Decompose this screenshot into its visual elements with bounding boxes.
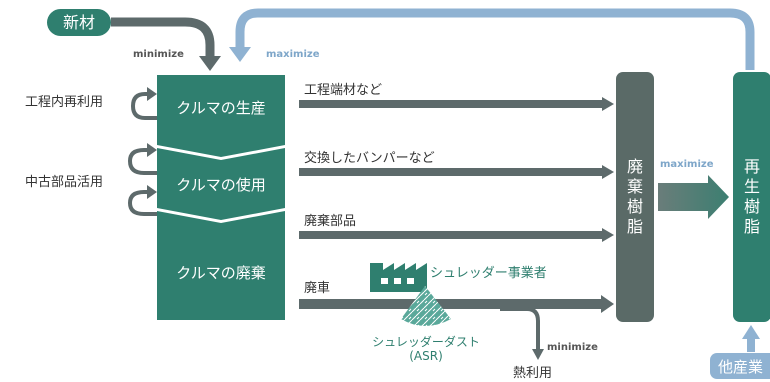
other-industries-arrowhead [742, 325, 760, 339]
stage-disposal: クルマの廃棄 [157, 211, 285, 320]
asr-label-line1: シュレッダーダスト [372, 334, 480, 349]
waste-resin-char-1: 廃 [627, 157, 643, 176]
recycled-resin-char-4: 脂 [744, 217, 760, 236]
asr-label-line2: (ASR) [409, 349, 443, 363]
heat-use-arrowhead [532, 349, 544, 360]
waste-resin-char-2: 棄 [627, 177, 643, 196]
heat-use-arrow [500, 307, 540, 351]
inhouse-reuse-arrowhead [147, 87, 157, 101]
recycled-resin-char-2: 生 [744, 177, 760, 196]
waste-resin-char-4: 脂 [627, 217, 643, 236]
minimize-top-label: minimize [133, 49, 184, 60]
new-material-label: 新材 [63, 13, 95, 32]
top-return-arrowhead [229, 47, 251, 62]
stage-use: クルマの使用 [157, 148, 285, 220]
stage-disposal-label: クルマの廃棄 [176, 264, 266, 282]
flow-scrap: 工程端材など [299, 83, 614, 111]
flow-vehicle-label: 廃車 [304, 280, 330, 296]
recycled-resin-box: 再 生 樹 脂 [733, 72, 770, 322]
flow-parts: 廃棄部品 [299, 213, 614, 242]
asr-dust-icon [401, 286, 451, 326]
stage-production: クルマの生産 [157, 75, 285, 157]
other-industries-badge: 他産業 [710, 353, 770, 379]
flow-parts-label: 廃棄部品 [304, 213, 356, 229]
inhouse-reuse-label: 工程内再利用 [25, 94, 103, 110]
used-parts-label: 中古部品活用 [25, 175, 103, 190]
flow-scrap-label: 工程端材など [304, 83, 382, 98]
flow-bumper: 交換したバンパーなど [299, 150, 614, 179]
factory-icon [370, 263, 427, 292]
new-material-badge: 新材 [47, 9, 111, 36]
recycled-resin-char-3: 樹 [744, 197, 760, 216]
minimize-bottom-label: minimize [547, 342, 598, 353]
maximize-mid-arrow [658, 175, 729, 219]
other-industries-label: 他産業 [718, 358, 763, 376]
flow-vehicle: 廃車 [299, 280, 614, 313]
used-parts-arrowhead-upper [147, 143, 157, 157]
flow-bumper-label: 交換したバンパーなど [304, 150, 435, 166]
top-return-loop [235, 8, 755, 70]
recycled-resin-char-1: 再 [744, 157, 760, 176]
used-parts-arrowhead-lower [147, 185, 157, 199]
stage-use-label: クルマの使用 [176, 176, 266, 194]
new-material-arrowhead [199, 56, 221, 71]
used-parts-loop-lower [127, 190, 157, 216]
stage-production-label: クルマの生産 [176, 99, 266, 117]
maximize-mid-label: maximize [660, 159, 714, 170]
used-parts-loop-upper [127, 148, 157, 175]
maximize-top-label: maximize [266, 49, 320, 60]
inhouse-reuse-loop [130, 92, 157, 120]
waste-resin-char-3: 樹 [627, 197, 643, 216]
heat-use-label: 熱利用 [513, 366, 552, 381]
waste-resin-box: 廃 棄 樹 脂 [616, 72, 654, 322]
new-material-arrow [111, 17, 215, 58]
shredder-label: シュレッダー事業者 [430, 265, 547, 281]
